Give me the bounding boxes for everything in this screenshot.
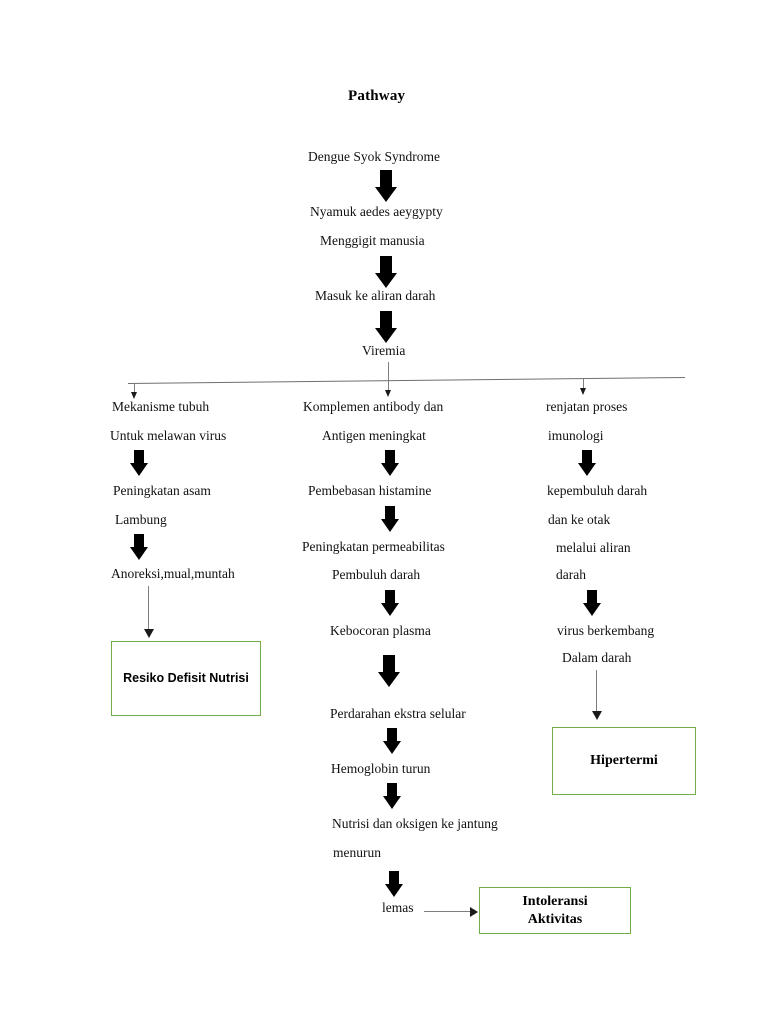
connector-viremia-to-split bbox=[388, 362, 389, 382]
outcome-label-line-2: Aktivitas bbox=[527, 911, 583, 927]
down-arrow-icon bbox=[381, 506, 399, 532]
node-untuk-melawan-virus: Untuk melawan virus bbox=[110, 428, 227, 443]
down-arrow-icon bbox=[381, 450, 399, 476]
arrowhead-icon bbox=[143, 629, 154, 638]
node-antigen-meningkat: Antigen meningkat bbox=[322, 428, 426, 443]
node-kebocoran-plasma: Kebocoran plasma bbox=[330, 623, 431, 638]
node-dengue-syok-syndrome: Dengue Syok Syndrome bbox=[308, 149, 440, 164]
node-anoreksi-mual-muntah: Anoreksi,mual,muntah bbox=[111, 566, 235, 581]
node-pembebasan-histamine: Pembebasan histamine bbox=[308, 483, 432, 498]
down-arrow-icon bbox=[578, 450, 596, 476]
down-arrow-icon bbox=[378, 655, 400, 687]
node-menggigit-manusia: Menggigit manusia bbox=[320, 233, 425, 248]
page-title: Pathway bbox=[348, 88, 406, 104]
node-dalam-darah: Dalam darah bbox=[562, 650, 632, 665]
down-arrow-icon bbox=[381, 590, 399, 616]
node-mekanisme-tubuh: Mekanisme tubuh bbox=[112, 399, 210, 414]
node-virus-berkembang: virus berkembang bbox=[557, 623, 655, 638]
outcome-label-resiko-defisit-nutrisi: Resiko Defisit Nutrisi bbox=[123, 670, 249, 685]
node-peningkatan-permeabilitas: Peningkatan permeabilitas bbox=[302, 539, 445, 554]
branch-split-line bbox=[127, 376, 685, 384]
arrowhead-icon bbox=[130, 392, 137, 399]
node-hemoglobin-turun: Hemoglobin turun bbox=[331, 761, 431, 776]
down-arrow-icon bbox=[583, 590, 601, 616]
down-arrow-icon bbox=[130, 534, 148, 560]
connector-lemas-to-intoleransi bbox=[424, 911, 472, 912]
arrowhead-icon bbox=[579, 388, 586, 395]
node-komplemen-antibody-dan: Komplemen antibody dan bbox=[303, 399, 444, 414]
node-viremia: Viremia bbox=[362, 343, 406, 358]
outcome-box-intoleransi-aktivitas[interactable]: Intoleransi Aktivitas bbox=[479, 887, 631, 934]
node-lambung: Lambung bbox=[115, 512, 167, 527]
down-arrow-icon bbox=[383, 728, 401, 754]
node-kepembuluh-darah: kepembuluh darah bbox=[547, 483, 648, 498]
node-nyamuk-aedes-aegypty: Nyamuk aedes aeygypty bbox=[310, 204, 443, 219]
outcome-box-hipertermi[interactable]: Hipertermi bbox=[552, 727, 696, 795]
node-melalui-aliran: melalui aliran bbox=[556, 540, 631, 555]
down-arrow-icon bbox=[385, 871, 403, 897]
node-imunologi: imunologi bbox=[548, 428, 604, 443]
node-dan-ke-otak: dan ke otak bbox=[548, 512, 611, 527]
down-arrow-icon bbox=[375, 311, 397, 343]
connector-split-to-left bbox=[134, 384, 135, 396]
outcome-label-line-1: Intoleransi bbox=[522, 894, 588, 910]
connector-split-to-right bbox=[583, 379, 584, 392]
node-renjatan-proses: renjatan proses bbox=[546, 399, 628, 414]
node-lemas: lemas bbox=[382, 900, 414, 915]
connector-anoreksi-to-resiko bbox=[148, 586, 149, 631]
arrowhead-icon bbox=[591, 711, 602, 720]
node-masuk-ke-aliran-darah: Masuk ke aliran darah bbox=[315, 288, 436, 303]
arrowhead-icon bbox=[470, 906, 478, 917]
node-pembuluh-darah: Pembuluh darah bbox=[332, 567, 421, 582]
node-menurun: menurun bbox=[333, 845, 381, 860]
down-arrow-icon bbox=[130, 450, 148, 476]
down-arrow-icon bbox=[375, 170, 397, 202]
node-peningkatan-asam: Peningkatan asam bbox=[113, 483, 211, 498]
node-nutrisi-dan-oksigen-ke-jantung: Nutrisi dan oksigen ke jantung bbox=[332, 816, 498, 831]
arrowhead-icon bbox=[384, 390, 391, 397]
down-arrow-icon bbox=[375, 256, 397, 288]
connector-split-to-middle bbox=[388, 381, 389, 394]
outcome-label-hipertermi: Hipertermi bbox=[590, 753, 658, 769]
node-darah: darah bbox=[556, 567, 586, 582]
node-perdarahan-ekstra-selular: Perdarahan ekstra selular bbox=[330, 706, 466, 721]
down-arrow-icon bbox=[383, 783, 401, 809]
outcome-box-resiko-defisit-nutrisi[interactable]: Resiko Defisit Nutrisi bbox=[111, 641, 261, 716]
connector-dalam-darah-to-hipertermi bbox=[596, 670, 597, 713]
outcome-label-intoleransi-aktivitas: Intoleransi Aktivitas bbox=[522, 893, 587, 927]
